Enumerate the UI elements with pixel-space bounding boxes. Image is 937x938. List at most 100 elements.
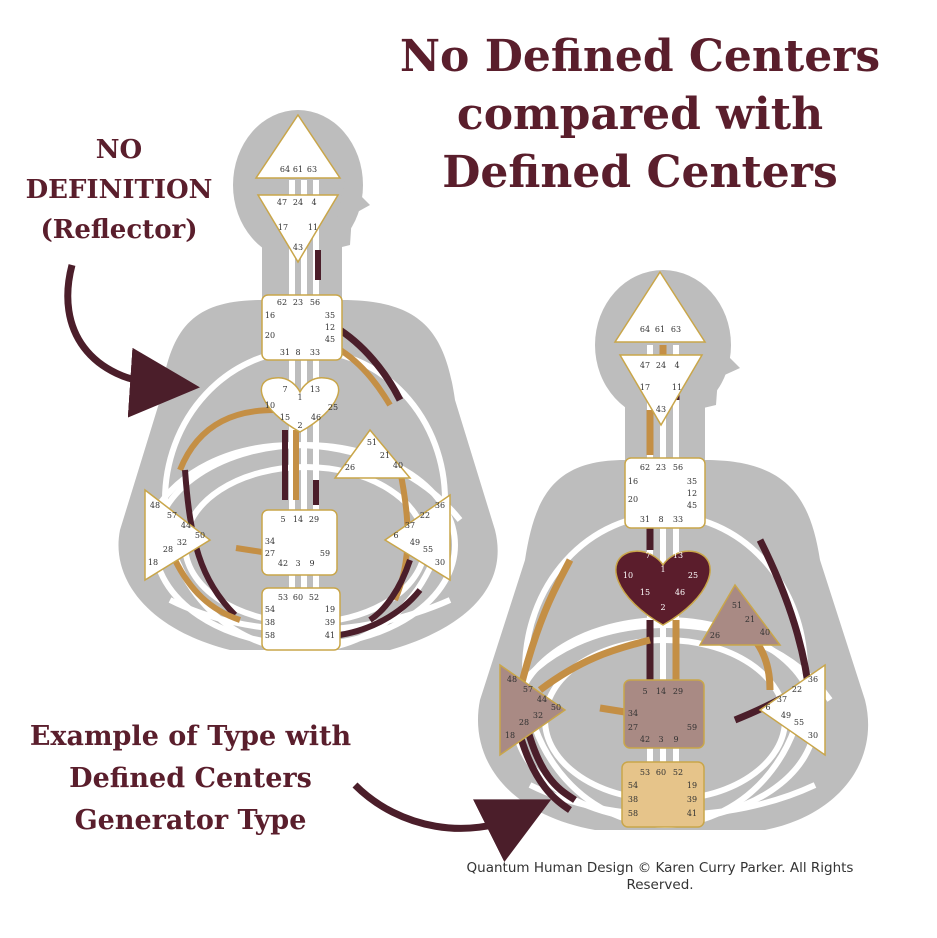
- svg-text:25: 25: [328, 403, 338, 412]
- svg-text:16: 16: [265, 311, 275, 320]
- svg-text:42: 42: [278, 559, 288, 568]
- svg-text:63: 63: [307, 165, 317, 174]
- generator-label-line-2: Defined Centers: [69, 763, 312, 794]
- page-title: No Defined Centers compared with Defined…: [380, 28, 900, 202]
- svg-text:6: 6: [393, 531, 398, 540]
- svg-text:51: 51: [732, 601, 742, 610]
- svg-text:44: 44: [537, 695, 547, 704]
- svg-text:32: 32: [533, 711, 543, 720]
- svg-text:35: 35: [325, 311, 335, 320]
- svg-text:17: 17: [278, 223, 288, 232]
- svg-text:57: 57: [523, 685, 533, 694]
- svg-text:55: 55: [794, 718, 804, 727]
- svg-text:38: 38: [265, 618, 275, 627]
- svg-text:40: 40: [393, 461, 403, 470]
- svg-text:39: 39: [325, 618, 335, 627]
- reflector-g-center: [260, 377, 340, 433]
- svg-text:52: 52: [673, 768, 683, 777]
- svg-text:59: 59: [320, 549, 330, 558]
- reflector-arrow: [64, 264, 200, 418]
- generator-throat-center: [624, 457, 706, 529]
- svg-text:14: 14: [656, 687, 666, 696]
- svg-text:64: 64: [640, 325, 650, 334]
- svg-text:19: 19: [325, 605, 335, 614]
- svg-text:27: 27: [265, 549, 275, 558]
- svg-text:10: 10: [265, 401, 275, 410]
- svg-text:28: 28: [163, 545, 173, 554]
- svg-text:59: 59: [687, 723, 697, 732]
- svg-text:51: 51: [367, 438, 377, 447]
- svg-text:34: 34: [628, 709, 638, 718]
- svg-text:45: 45: [687, 501, 697, 510]
- svg-text:61: 61: [293, 165, 303, 174]
- svg-text:12: 12: [325, 323, 335, 332]
- svg-text:48: 48: [507, 675, 517, 684]
- svg-text:40: 40: [760, 628, 770, 637]
- svg-text:22: 22: [420, 511, 430, 520]
- svg-text:19: 19: [687, 781, 697, 790]
- svg-text:30: 30: [435, 558, 445, 567]
- svg-text:56: 56: [673, 463, 683, 472]
- svg-text:20: 20: [265, 331, 275, 340]
- svg-text:36: 36: [435, 501, 445, 510]
- generator-spleen-center: [499, 663, 567, 757]
- svg-text:11: 11: [308, 223, 318, 232]
- generator-g-center: [615, 550, 711, 626]
- generator-arrow: [352, 782, 552, 862]
- generator-ajna-center: [618, 354, 704, 427]
- svg-text:49: 49: [410, 538, 420, 547]
- svg-text:42: 42: [640, 735, 650, 744]
- svg-text:50: 50: [195, 531, 205, 540]
- svg-text:46: 46: [675, 588, 685, 597]
- svg-text:36: 36: [808, 675, 818, 684]
- reflector-ajna-center: [256, 194, 340, 264]
- generator-label-line-1: Example of Type with: [29, 721, 352, 752]
- svg-text:31: 31: [640, 515, 650, 524]
- svg-text:31: 31: [280, 348, 290, 357]
- svg-text:41: 41: [687, 809, 697, 818]
- svg-text:57: 57: [167, 511, 177, 520]
- svg-text:33: 33: [310, 348, 320, 357]
- svg-text:22: 22: [792, 685, 802, 694]
- title-line-1: No Defined Centers: [399, 31, 881, 82]
- svg-text:30: 30: [808, 731, 818, 740]
- svg-text:38: 38: [628, 795, 638, 804]
- title-line-3: Defined Centers: [442, 147, 838, 198]
- reflector-throat-center: [261, 294, 343, 361]
- svg-text:28: 28: [519, 718, 529, 727]
- svg-text:29: 29: [673, 687, 683, 696]
- svg-text:26: 26: [345, 463, 355, 472]
- generator-head-center: [613, 270, 707, 343]
- svg-text:4: 4: [674, 361, 679, 370]
- svg-text:25: 25: [688, 571, 698, 580]
- generator-centers: [499, 270, 826, 828]
- svg-text:32: 32: [177, 538, 187, 547]
- svg-text:33: 33: [673, 515, 683, 524]
- svg-text:5: 5: [642, 687, 647, 696]
- svg-text:23: 23: [656, 463, 666, 472]
- reflector-spleen-center: [144, 488, 212, 582]
- svg-text:43: 43: [656, 405, 666, 414]
- svg-text:60: 60: [293, 593, 303, 602]
- svg-text:26: 26: [710, 631, 720, 640]
- svg-text:7: 7: [282, 385, 287, 394]
- title-line-2: compared with: [456, 89, 824, 140]
- svg-text:20: 20: [628, 495, 638, 504]
- svg-text:47: 47: [640, 361, 650, 370]
- svg-text:63: 63: [671, 325, 681, 334]
- svg-text:46: 46: [311, 413, 321, 422]
- svg-text:14: 14: [293, 515, 303, 524]
- generator-ego-center: [698, 583, 782, 646]
- svg-text:1: 1: [660, 565, 665, 574]
- svg-text:23: 23: [293, 298, 303, 307]
- generator-label-line-3: Generator Type: [74, 805, 307, 836]
- svg-text:62: 62: [640, 463, 650, 472]
- svg-text:55: 55: [423, 545, 433, 554]
- svg-text:64: 64: [280, 165, 290, 174]
- svg-text:60: 60: [656, 768, 666, 777]
- svg-text:3: 3: [295, 559, 300, 568]
